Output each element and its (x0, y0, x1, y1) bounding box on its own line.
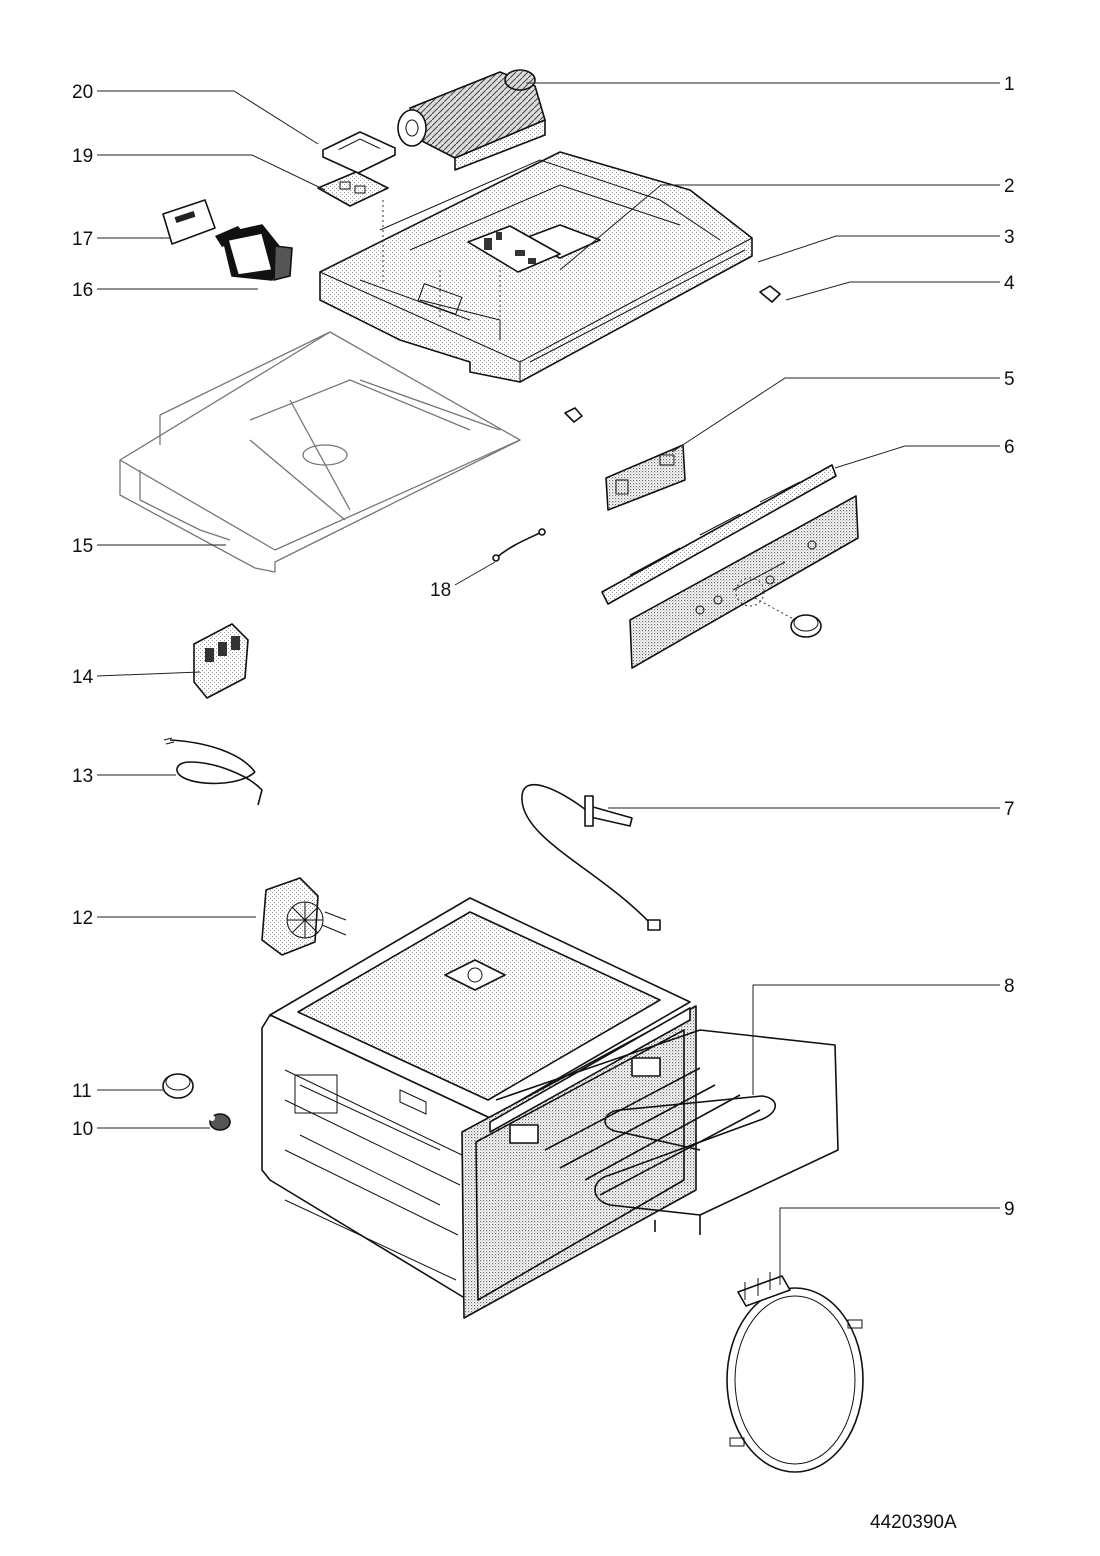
terminal-block-part-14 (193, 623, 249, 699)
bracket-part-20 (322, 131, 396, 174)
callout-labels: 1 2 3 4 5 6 7 8 9 10 11 12 13 14 15 16 1… (72, 74, 1015, 1220)
callout-3: 3 (1004, 227, 1015, 248)
callout-2: 2 (1004, 176, 1015, 197)
callout-4: 4 (1004, 273, 1015, 294)
cable-part-18 (492, 528, 546, 562)
circular-element-part-9 (726, 1272, 864, 1473)
switch-part-16 (215, 224, 293, 281)
callout-7: 7 (1004, 799, 1015, 820)
drawing-code: 4420390A (870, 1512, 957, 1533)
leader-lines (96, 82, 1000, 1285)
card-part-17 (162, 199, 216, 245)
grill-element-part-8 (495, 1029, 839, 1235)
tangential-fan-part (397, 69, 546, 171)
callout-18: 18 (430, 580, 451, 601)
callout-16: 16 (72, 280, 93, 301)
fan-motor-part-12 (261, 877, 347, 956)
front-panel-part-6 (629, 495, 859, 669)
callout-19: 19 (72, 146, 93, 167)
callout-17: 17 (72, 229, 93, 250)
control-board-part-5 (605, 444, 686, 511)
callout-10: 10 (72, 1119, 93, 1140)
callout-8: 8 (1004, 976, 1015, 997)
oven-cavity (261, 897, 697, 1319)
callout-15: 15 (72, 536, 93, 557)
lamp-holder-part-11 (162, 1073, 194, 1099)
relay-board-part-19 (317, 171, 389, 207)
callout-1: 1 (1004, 74, 1015, 95)
callout-9: 9 (1004, 1199, 1015, 1220)
callout-11: 11 (72, 1081, 92, 1102)
probe-part-7 (521, 783, 661, 931)
lamp-bulb-part-10 (209, 1113, 231, 1131)
callout-20: 20 (72, 82, 93, 103)
callout-5: 5 (1004, 369, 1015, 390)
callout-12: 12 (72, 908, 93, 929)
knob-part-6 (790, 614, 822, 638)
panel-bracket-part-6 (601, 464, 837, 605)
power-cable-part-13 (163, 737, 263, 806)
clip-part-4 (564, 285, 781, 423)
callout-13: 13 (72, 766, 93, 787)
callout-6: 6 (1004, 437, 1015, 458)
callout-14: 14 (72, 667, 94, 688)
base-plate-part-15 (119, 331, 521, 573)
electronic-board-part-2 (467, 225, 561, 273)
